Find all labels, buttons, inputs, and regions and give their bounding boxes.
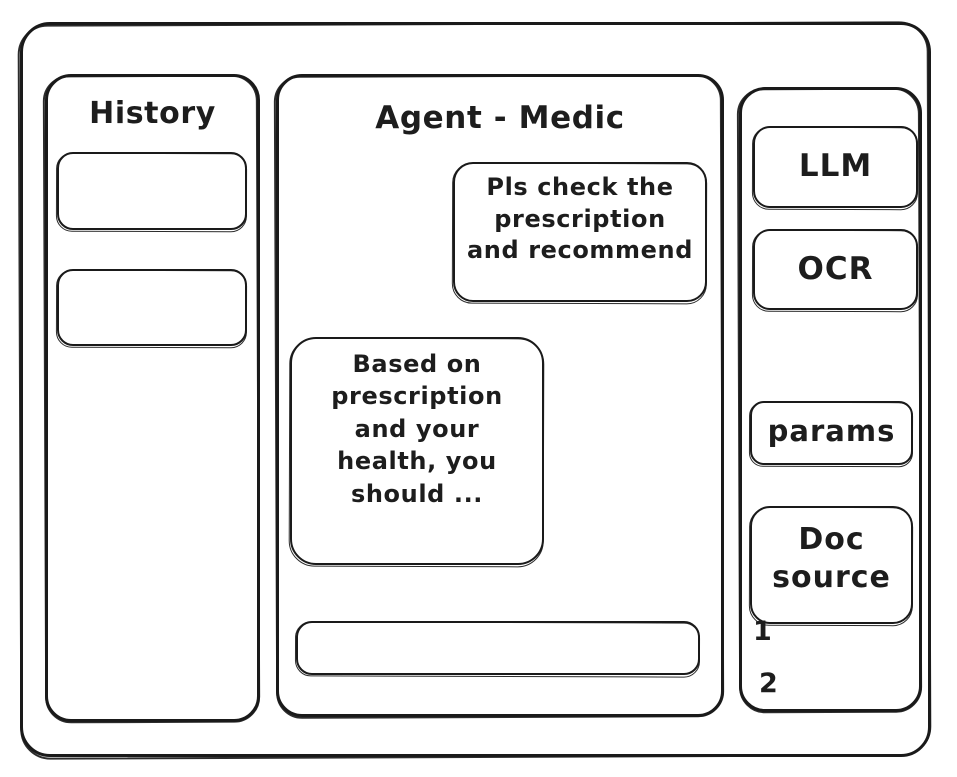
assistant-message-bubble xyxy=(290,337,544,565)
tool-button-ocr[interactable] xyxy=(753,229,918,310)
history-panel-title: History xyxy=(89,96,216,131)
user-message-bubble xyxy=(453,162,707,302)
message-input[interactable] xyxy=(296,621,700,675)
tool-label-llm: LLM xyxy=(798,148,873,184)
history-list-item[interactable] xyxy=(57,269,247,346)
tool-label-params: params xyxy=(767,414,896,448)
tool-label-ocr: OCR xyxy=(797,251,874,287)
tool-button-llm[interactable] xyxy=(753,126,918,208)
history-panel xyxy=(45,74,260,722)
tool-button-doc-source[interactable] xyxy=(750,506,913,624)
assistant-message-text: Based on prescription and your health, y… xyxy=(331,350,503,508)
tool-label-doc-source: Doc source xyxy=(772,522,891,596)
doc-source-list-marker[interactable]: 2 xyxy=(759,668,778,699)
doc-source-list-marker[interactable]: 1 xyxy=(753,616,772,647)
tool-button-params[interactable] xyxy=(750,401,913,465)
agent-panel-title: Agent - Medic xyxy=(375,100,625,136)
app-window-frame xyxy=(20,22,931,757)
history-list-item[interactable] xyxy=(57,152,247,230)
tools-panel xyxy=(739,87,922,712)
agent-panel xyxy=(276,74,724,717)
user-message-text: Pls check the prescription and recommend xyxy=(466,173,693,265)
